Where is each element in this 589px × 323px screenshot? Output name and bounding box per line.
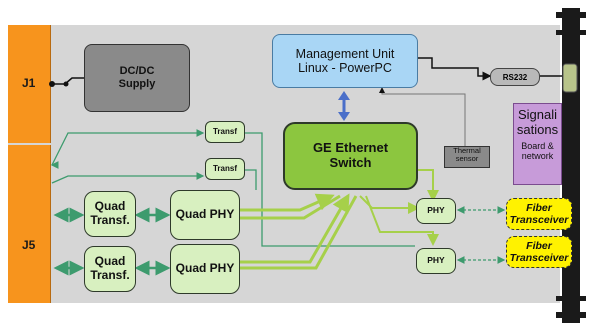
fiber2-line2: Transceiver — [509, 252, 569, 264]
switch-line2: Switch — [329, 155, 372, 170]
j5-label: J5 — [22, 238, 36, 252]
dcdc-supply-block: DC/DC Supply — [84, 44, 190, 112]
phy-block-1: PHY — [416, 198, 456, 224]
fiber-transceiver-block-1: Fiber Transceiver — [506, 198, 572, 230]
qt2-line1: Quad — [94, 254, 126, 269]
thermal-line1: Thermal — [453, 146, 481, 155]
connector-j1 — [8, 25, 51, 143]
signalisations-block: Signali sations Board & network — [513, 103, 562, 185]
thermal-wire — [379, 87, 466, 148]
fiber-transceiver-block-2: Fiber Transceiver — [506, 236, 572, 268]
dcdc-line2: Supply — [118, 78, 156, 90]
dcdc-line1: DC/DC — [119, 65, 155, 78]
quad-transf-block-1: Quad Transf. — [84, 191, 136, 237]
mgmt-rs232-wire — [418, 57, 562, 81]
sig-line4: network — [521, 151, 554, 162]
ge-ethernet-switch-block: GE Ethernet Switch — [283, 122, 418, 190]
j1-label: J1 — [22, 76, 36, 90]
thermal-sensor-block: Thermal sensor — [444, 146, 490, 168]
management-unit-block: Management Unit Linux - PowerPC — [272, 34, 418, 88]
phy-fiber-links — [456, 206, 506, 264]
j1-power-wire — [49, 77, 84, 87]
sig-line2: sations — [516, 121, 559, 137]
quad-phy-block-1: Quad PHY — [170, 190, 240, 240]
qt2-line2: Transf. — [90, 268, 130, 282]
fiber1-line2: Transceiver — [509, 214, 569, 226]
thermal-line2: sensor — [455, 154, 479, 164]
j5-quad-links — [53, 207, 171, 276]
fiber1-line1: Fiber — [526, 201, 552, 214]
sig-line3: Board & — [521, 140, 554, 151]
mgmt-line2: Linux - PowerPC — [298, 61, 392, 75]
switch-phy-links — [359, 169, 439, 246]
mgmt-line1: Management Unit — [295, 46, 395, 61]
switch-line1: GE Ethernet — [312, 140, 389, 156]
transf-block-2: Transf — [205, 158, 245, 180]
phy-switch-bus — [240, 193, 358, 270]
mgmt-switch-link — [338, 91, 350, 121]
phy-block-2: PHY — [416, 248, 456, 274]
fiber2-line1: Fiber — [526, 239, 552, 252]
transf-block-1: Transf — [205, 121, 245, 143]
quad-transf-block-2: Quad Transf. — [84, 246, 136, 292]
rs232-block: RS232 — [490, 68, 540, 86]
qt1-line1: Quad — [94, 199, 126, 214]
transf-links — [50, 129, 415, 247]
qt1-line2: Transf. — [90, 213, 130, 227]
sig-line1: Signali — [517, 107, 557, 122]
quad-phy-block-2: Quad PHY — [170, 244, 240, 294]
connector-j5 — [8, 145, 51, 303]
